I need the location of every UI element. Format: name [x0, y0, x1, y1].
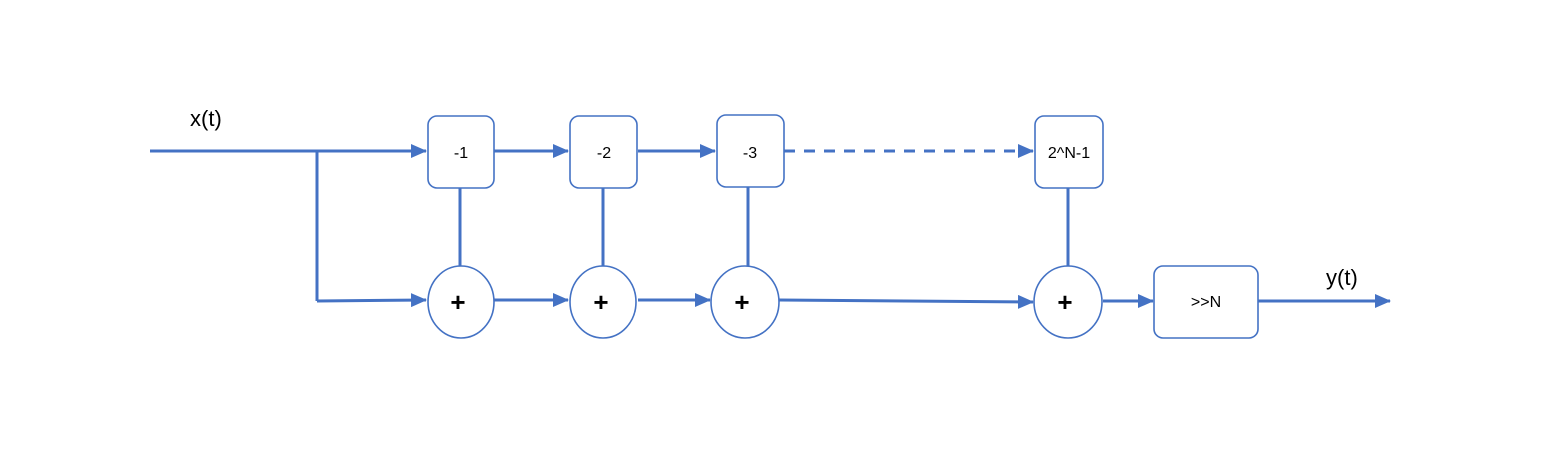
delay-block-n: 2^N-1: [1034, 115, 1104, 189]
adder-1: +: [427, 265, 495, 339]
adder-1-symbol: +: [450, 287, 465, 317]
branch-wire-to-adder-1: [316, 293, 427, 308]
shift-block-label: >>N: [1191, 294, 1221, 311]
delay-block-3-label: -3: [743, 145, 757, 162]
delay-block-2: -2: [569, 115, 638, 189]
adder-3-symbol: +: [734, 287, 749, 317]
adder-2: +: [569, 265, 637, 339]
adder-n: +: [1033, 265, 1103, 339]
adder-2-symbol: +: [593, 287, 608, 317]
delay-block-1: -1: [427, 115, 495, 189]
delay-block-2-label: -2: [597, 145, 611, 162]
adder-3: +: [710, 265, 780, 339]
delay-block-1-label: -1: [454, 145, 468, 162]
output-label: y(t): [1326, 265, 1358, 290]
input-label: x(t): [190, 106, 222, 131]
adder-n-symbol: +: [1057, 287, 1072, 317]
shift-block: >>N: [1153, 265, 1259, 339]
delay-block-n-label: 2^N-1: [1048, 145, 1090, 162]
adder-3-to-adder-n-wire: [778, 294, 1034, 309]
delay-block-3: -3: [716, 114, 785, 188]
